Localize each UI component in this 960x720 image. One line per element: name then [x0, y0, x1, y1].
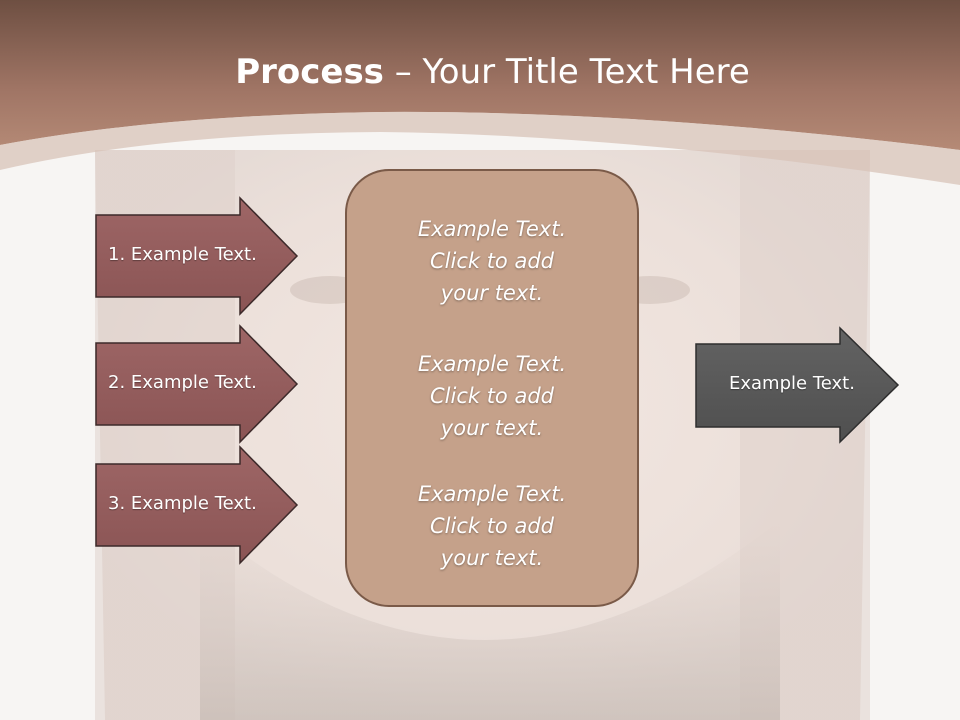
center-block-1-line-2: Click to add [429, 249, 554, 273]
right-arrow-label: Example Text. [729, 373, 855, 394]
right-arrow[interactable] [695, 326, 900, 444]
center-block-3-line-1: Example Text. [417, 482, 567, 506]
center-content-box[interactable] [345, 169, 639, 607]
center-block-1-line-1: Example Text. [417, 217, 567, 241]
left-arrow-1-label: 1. Example Text. [108, 244, 257, 265]
center-text-block-3[interactable]: Example Text. Click to add your text. [345, 478, 639, 574]
left-arrow-1[interactable] [95, 196, 299, 316]
center-block-2-line-3: your text. [440, 416, 544, 440]
center-block-2-line-2: Click to add [429, 384, 554, 408]
center-text-block-2[interactable]: Example Text. Click to add your text. [345, 348, 639, 444]
left-arrow-2-label: 2. Example Text. [108, 372, 257, 393]
center-block-3-line-3: your text. [440, 546, 544, 570]
center-block-2-line-1: Example Text. [417, 352, 567, 376]
title-rest: – Your Title Text Here [383, 52, 750, 92]
left-arrow-2[interactable] [95, 324, 299, 444]
title-bold: Process [235, 52, 384, 92]
center-text-block-1[interactable]: Example Text. Click to add your text. [345, 213, 639, 309]
left-arrow-3-label: 3. Example Text. [108, 493, 257, 514]
center-block-1-line-3: your text. [440, 281, 544, 305]
left-arrow-3[interactable] [95, 445, 299, 565]
center-block-3-line-2: Click to add [429, 514, 554, 538]
slide-title[interactable]: Process – Your Title Text Here [0, 52, 960, 92]
header-band [0, 0, 960, 185]
